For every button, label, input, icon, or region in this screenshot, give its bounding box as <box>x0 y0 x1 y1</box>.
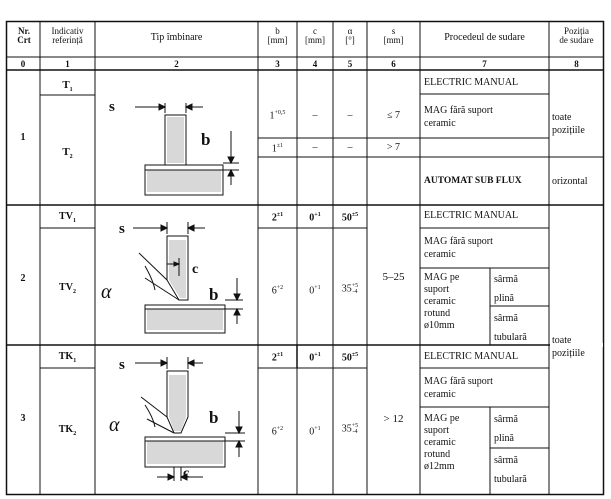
row-1-ref-t1: T1 <box>62 79 73 94</box>
header-tip-imbinare: Tip îmbinare <box>150 32 203 43</box>
tv-joint-drawing: s c b α <box>101 221 243 334</box>
row-2-proc-electric: ELECTRIC MANUAL <box>424 210 519 221</box>
t-joint-drawing: s b <box>109 99 239 196</box>
tv-joint-b-label: b <box>209 285 218 304</box>
header-nr: Nr.Crt <box>17 26 31 45</box>
row-1-c2: – <box>312 142 318 153</box>
tk-joint-alpha-label: α <box>109 414 120 436</box>
row-2-c2: 0+1 <box>309 285 321 297</box>
tk-joint-drawing: s b α c <box>109 357 245 481</box>
col-number-0: 0 <box>20 59 26 69</box>
t-joint-b-label: b <box>201 130 210 149</box>
row-2-c1: 0+1 <box>309 212 321 224</box>
col-number-6: 6 <box>391 59 396 69</box>
tv-joint-alpha-label: α <box>101 281 112 303</box>
row-2-nr: 2 <box>20 273 26 284</box>
col-number-4: 4 <box>312 59 318 69</box>
tv-joint-s-label: s <box>119 221 125 237</box>
header-alpha: α[°] <box>345 26 355 45</box>
col-number-3: 3 <box>275 59 280 69</box>
row-1-proc-automat: AUTOMAT SUB FLUX <box>424 176 522 186</box>
header-procedeu: Procedeul de sudare <box>444 32 525 43</box>
row-3-b1: 2±1 <box>271 352 284 364</box>
row-2-s: 5–25 <box>382 271 405 283</box>
header-s: s[mm] <box>383 26 404 45</box>
row-1-s2: > 7 <box>386 142 401 153</box>
row-3-s: > 12 <box>383 413 404 425</box>
tv-joint-c-label: c <box>192 262 198 277</box>
row-1-s1: ≤ 7 <box>387 110 400 121</box>
row-3-a1: 50±5 <box>341 352 359 364</box>
col-number-7: 7 <box>482 59 487 69</box>
col-number-8: 8 <box>574 59 579 69</box>
row-1-b2: 1±1 <box>271 143 284 155</box>
row-1-proc-electric: ELECTRIC MANUAL <box>424 77 519 88</box>
col-number-2: 2 <box>174 59 179 69</box>
tk-joint-c-label: c <box>183 466 189 481</box>
row-3-b2: 6+2 <box>271 426 284 438</box>
header-c: c[mm] <box>305 26 325 45</box>
row-1-poz-orizontal: orizontal <box>552 176 588 187</box>
row-1-a1: – <box>347 110 353 121</box>
col-number-5: 5 <box>347 59 353 69</box>
row-1-a2: – <box>347 142 353 153</box>
row-3-nr: 3 <box>20 413 26 424</box>
tk-joint-s-label: s <box>119 357 125 373</box>
tk-joint-b-label: b <box>209 408 218 427</box>
header-b: b[mm] <box>267 26 288 45</box>
row-3-a2: 35+5-4 <box>341 423 359 435</box>
row-1-ref-t2: T2 <box>62 146 73 161</box>
col-number-1: 1 <box>65 59 70 69</box>
t-joint-s-label: s <box>109 99 115 115</box>
row-2-a2: 35+5-4 <box>341 283 359 295</box>
row-3-c1: 0+1 <box>309 352 321 364</box>
row-2-b2: 6+2 <box>271 285 284 297</box>
row-3-proc-electric: ELECTRIC MANUAL <box>424 351 519 362</box>
row-2-a1: 50±5 <box>341 212 359 224</box>
row-3-ref-tk1: TK1 <box>58 351 77 365</box>
row-1-c1: – <box>312 110 318 121</box>
row-1-nr: 1 <box>20 132 26 143</box>
row-3-ref-tk2: TK2 <box>58 424 77 438</box>
row-1-b1: 1+0,5 <box>269 110 286 122</box>
row-2-b1: 2±1 <box>271 212 284 224</box>
row-2-ref-tv2: TV2 <box>59 282 76 296</box>
row-3-c2: 0+1 <box>309 426 321 438</box>
row-2-ref-tv1: TV1 <box>59 211 76 225</box>
